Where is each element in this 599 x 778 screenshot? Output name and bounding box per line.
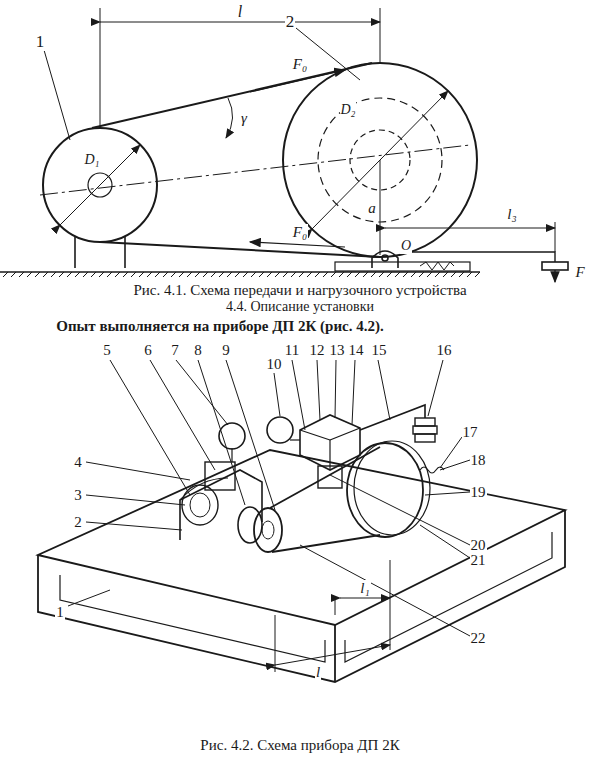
angle-label: γ (240, 110, 248, 127)
callout-number: 9 (221, 342, 231, 359)
diameter-label: D₂ (340, 102, 357, 117)
callout-number: 10 (266, 356, 283, 373)
callout-number: 22 (470, 630, 487, 647)
callout-number: 18 (470, 452, 487, 469)
force-label: F₀ (292, 56, 308, 73)
callout-number: 19 (470, 484, 487, 501)
callout-number: 8 (193, 342, 203, 359)
dimension-label: a (367, 200, 377, 217)
figure-caption: Рис. 4.1. Схема передачи и нагрузочного … (132, 282, 467, 299)
body-text: Опыт выполняется на приборе ДП 2К (рис. … (55, 318, 384, 335)
callout-number: 17 (462, 424, 479, 441)
pivot-label: O (400, 238, 412, 253)
callout-number: 7 (170, 342, 180, 359)
dimension-label: l₃ (506, 206, 517, 223)
callout-number: 15 (371, 342, 388, 359)
dimension-label: l (315, 664, 321, 681)
callout-number: 12 (309, 342, 326, 359)
diameter-label: D₁ (84, 152, 101, 167)
callout-number: 14 (348, 342, 365, 359)
callout-number: 1 (35, 33, 46, 52)
callout-number: 2 (73, 514, 83, 531)
callout-number: 11 (284, 342, 300, 359)
device-dp2k (38, 360, 565, 682)
force-label: F₀ (292, 224, 308, 241)
figure-caption: Рис. 4.2. Схема прибора ДП 2К (199, 737, 400, 754)
callout-number: 21 (470, 552, 487, 569)
callout-number: 16 (436, 342, 453, 359)
belt-drive-scheme (0, 8, 568, 282)
callout-number: 6 (143, 342, 153, 359)
callout-number: 2 (285, 13, 296, 32)
dimension-label: l₁ (359, 580, 370, 597)
callout-number: 5 (102, 342, 112, 359)
callout-number: 4 (73, 454, 83, 471)
section-heading: 4.4. Описание установки (225, 299, 375, 314)
callout-number: 13 (329, 342, 346, 359)
callout-number: 1 (55, 604, 65, 621)
dimension-label: l (237, 3, 243, 21)
force-label: F (574, 264, 585, 281)
callout-number: 3 (73, 487, 83, 504)
